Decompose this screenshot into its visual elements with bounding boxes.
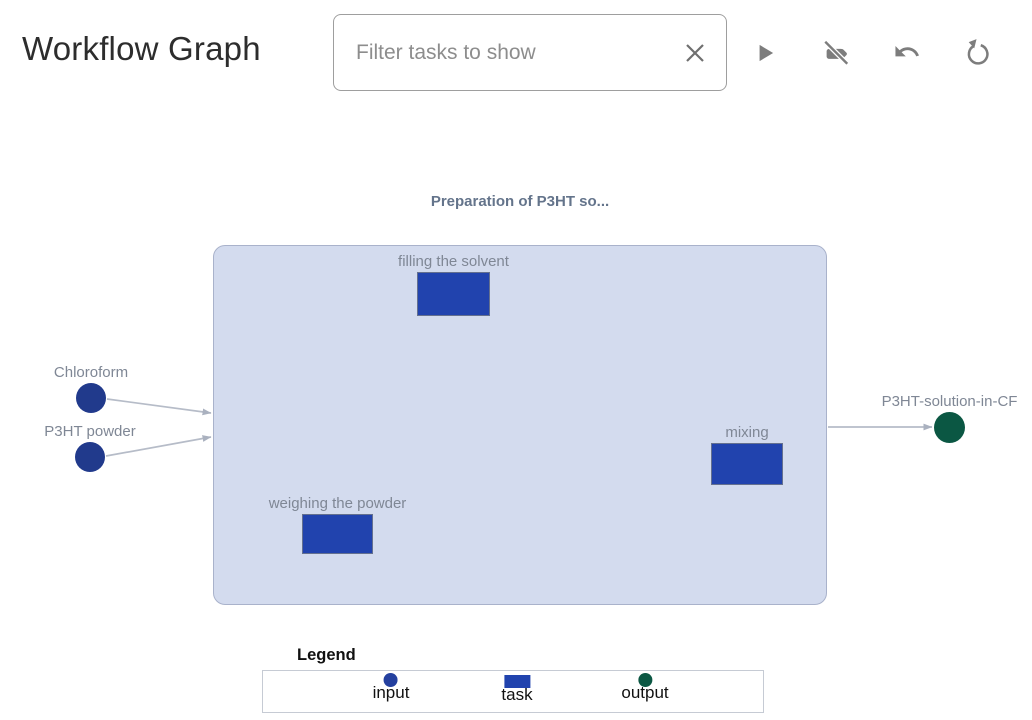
input-label: Chloroform: [53, 364, 129, 381]
legend-item-task: task: [501, 673, 533, 705]
labels-off-button[interactable]: [819, 36, 852, 69]
task-rect[interactable]: [302, 514, 373, 554]
clear-filter-button[interactable]: [680, 38, 710, 68]
close-x-icon: [686, 43, 704, 62]
output-circle-icon: [637, 673, 652, 687]
input-circle-icon: [384, 673, 398, 687]
task-node-filling-the-solvent[interactable]: filling the solvent: [398, 253, 509, 316]
undo-icon: [894, 45, 919, 56]
run-button[interactable]: [748, 36, 781, 69]
legend-item-label: output: [621, 683, 669, 702]
legend-title: Legend: [288, 646, 365, 665]
page-title: Workflow Graph: [22, 30, 261, 67]
input-node-chloroform[interactable]: Chloroform: [54, 364, 128, 413]
reset-rotate-icon: [967, 38, 989, 65]
undo-button[interactable]: [890, 36, 923, 69]
output-label: P3HT-solution-in-CF: [881, 393, 1018, 410]
legend-item-output: output: [621, 673, 669, 703]
legend-item-label: input: [372, 683, 410, 702]
task-label: filling the solvent: [398, 253, 509, 270]
legend-item-input: input: [372, 673, 410, 703]
legend-box: input task output: [262, 670, 764, 713]
task-rect[interactable]: [417, 272, 490, 316]
task-node-mixing[interactable]: mixing: [711, 424, 783, 485]
filter-tasks-box: [333, 14, 727, 91]
legend-item-label: task: [501, 685, 533, 704]
group-title: Preparation of P3HT so...: [430, 193, 610, 210]
play-icon: [759, 44, 773, 61]
toolbar: [748, 36, 994, 69]
reset-button[interactable]: [961, 36, 994, 69]
task-rect[interactable]: [711, 443, 783, 485]
task-rect-icon: [504, 675, 530, 688]
task-label: weighing the powder: [268, 495, 407, 512]
output-node-p3ht-solution-in-cf[interactable]: P3HT-solution-in-CF: [882, 393, 1017, 443]
edge-chloroform-to-group: [106, 398, 212, 416]
filter-tasks-input[interactable]: [354, 39, 680, 66]
label-off-icon: [822, 38, 850, 66]
input-circle[interactable]: [75, 442, 105, 472]
task-label: mixing: [725, 424, 769, 441]
output-circle[interactable]: [934, 412, 965, 443]
input-node-p3ht-powder[interactable]: P3HT powder: [44, 423, 136, 472]
input-label: P3HT powder: [44, 423, 136, 440]
task-node-weighing-the-powder[interactable]: weighing the powder: [269, 495, 406, 554]
input-circle[interactable]: [76, 383, 106, 413]
